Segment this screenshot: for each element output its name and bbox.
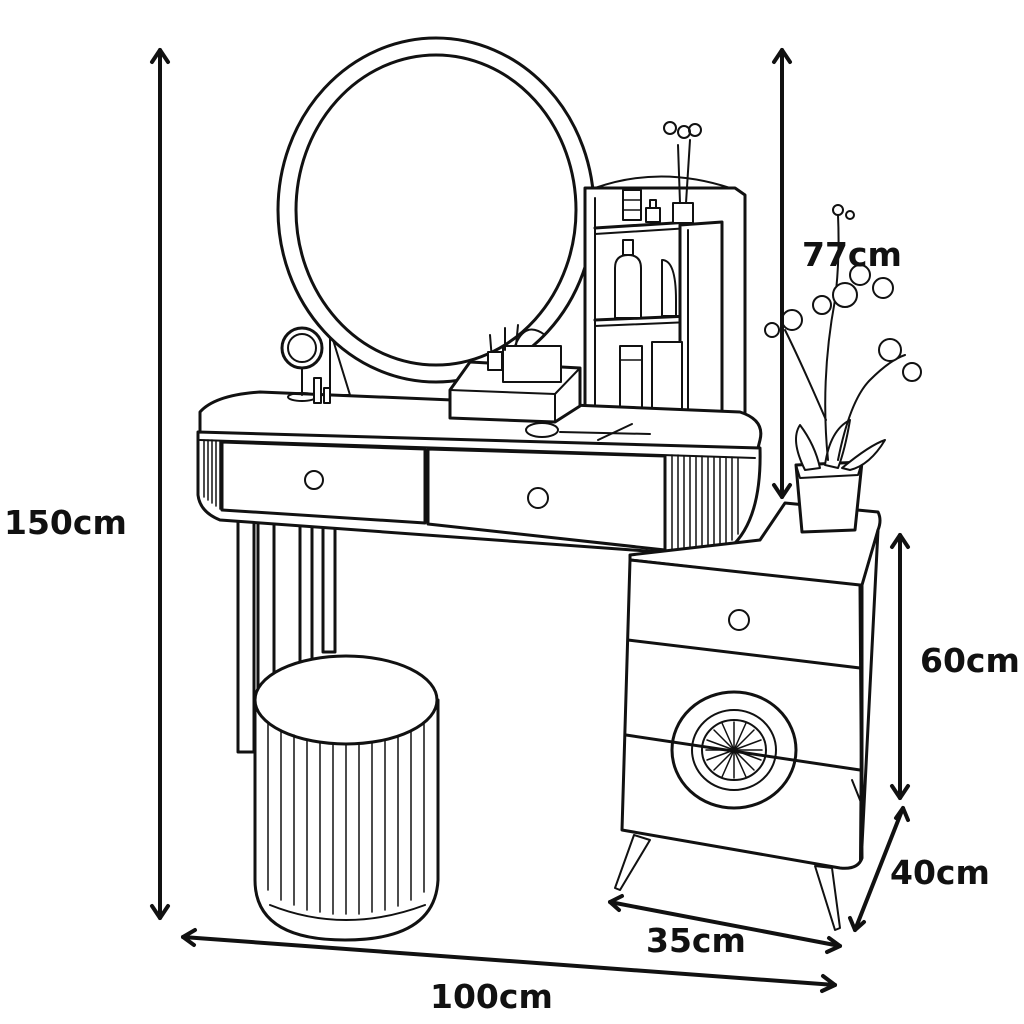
label-total-width: 100cm [430, 977, 553, 1016]
label-cabinet-depth: 40cm [890, 853, 990, 892]
vanity-table [196, 324, 763, 754]
left-ribbing [203, 439, 221, 510]
orchid-plant [764, 204, 922, 534]
right-ribbing [671, 454, 739, 554]
cabinet-depth-arrow [848, 806, 910, 932]
left-drawer-knob [304, 470, 324, 490]
total-width-arrow [181, 928, 837, 993]
round-mirror [276, 36, 596, 396]
cabinet-medallion [670, 690, 798, 810]
mirror-height-arrow [772, 48, 792, 499]
center-drawer-knob [527, 487, 549, 509]
label-mirror-height: 77cm [802, 235, 902, 274]
total-height-arrow [150, 48, 170, 920]
cabinet-width-arrow [608, 894, 842, 954]
shelf-unit [583, 121, 747, 450]
label-cabinet-height: 60cm [920, 641, 1020, 680]
side-cabinet [614, 501, 882, 931]
pleated-stool [253, 654, 440, 942]
cabinet-height-arrow [890, 533, 910, 800]
label-total-height: 150cm [4, 503, 127, 542]
cabinet-drawer-knob [728, 609, 750, 631]
label-cabinet-width: 35cm [646, 921, 746, 960]
